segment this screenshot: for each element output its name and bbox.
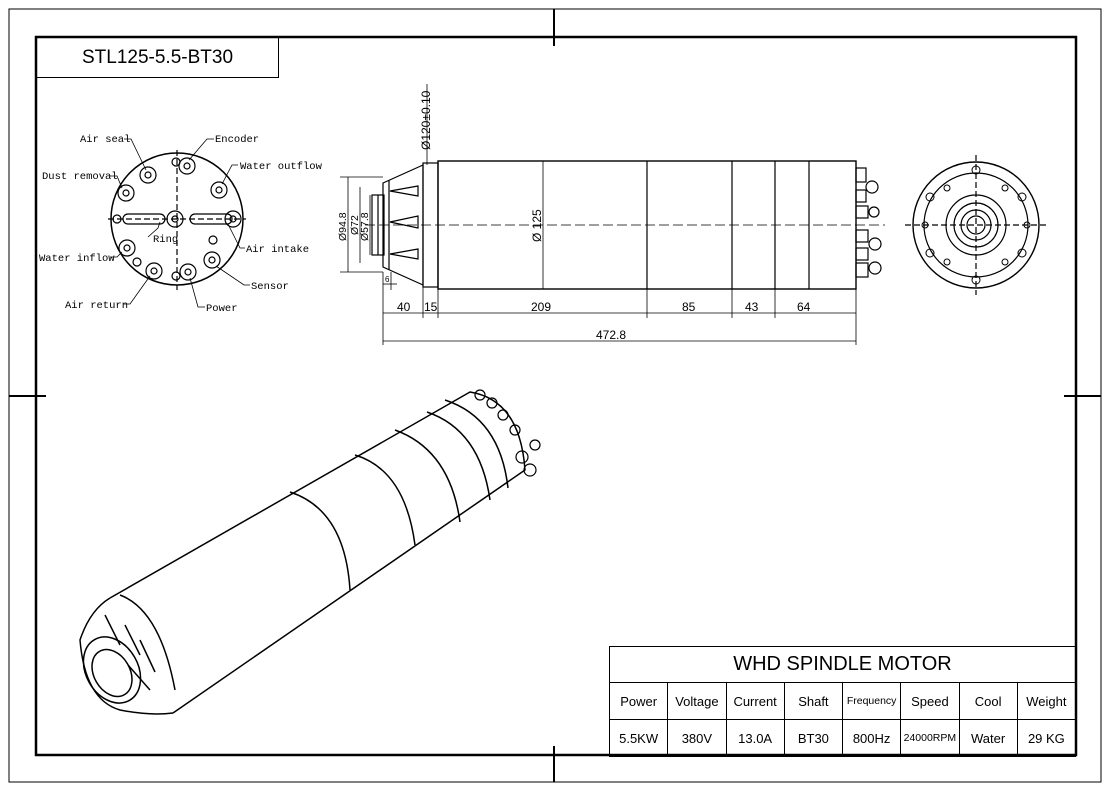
frame-center-marks — [9, 9, 1101, 782]
dim-d94: Ø94.8 — [337, 212, 349, 241]
dim-len15: 15 — [424, 300, 438, 314]
fitting-power — [179, 263, 197, 281]
fitting-sensor — [203, 251, 221, 269]
connector-face-view — [108, 138, 250, 308]
spindle-isometric-view — [79, 389, 541, 715]
value-current: 13.0A — [725, 719, 785, 757]
side-view-dimensions — [340, 84, 857, 345]
dim-d120: Ø120±0.10 — [419, 90, 433, 150]
dim-d125: Ø 125 — [530, 209, 544, 242]
label-air-seal: Air seal — [80, 134, 130, 146]
dim-len85: 85 — [682, 300, 696, 314]
spec-table: WHD SPINDLE MOTOR Power Voltage Current … — [608, 646, 1077, 757]
label-water-inflow: Water inflow — [39, 253, 115, 265]
dim-len43: 43 — [745, 300, 759, 314]
dim-len40: 40 — [397, 300, 411, 314]
header-speed: Speed — [900, 682, 960, 720]
rear-end-view — [905, 155, 1047, 295]
header-current: Current — [725, 682, 785, 720]
header-shaft: Shaft — [783, 682, 844, 720]
fitting-air-return — [145, 262, 163, 280]
value-shaft: BT30 — [783, 719, 844, 757]
dim-len64: 64 — [797, 300, 811, 314]
value-cool: Water — [958, 719, 1018, 757]
fitting-water-inflow — [118, 239, 136, 257]
label-air-intake: Air intake — [246, 244, 309, 256]
spec-table-title: WHD SPINDLE MOTOR — [609, 646, 1076, 683]
header-voltage: Voltage — [667, 682, 727, 720]
label-ring: Ring — [153, 234, 178, 246]
fitting-air-intake — [224, 210, 242, 228]
dim-d72: Ø72 — [349, 215, 361, 235]
label-power: Power — [206, 303, 238, 315]
label-water-outflow: Water outflow — [240, 161, 323, 173]
label-dust-removal: Dust removal — [42, 171, 118, 183]
dim-d57: Ø57.8 — [359, 212, 371, 241]
fitting-center — [166, 210, 184, 228]
value-speed: 24000RPM — [900, 719, 960, 757]
value-weight: 29 KG — [1016, 719, 1077, 757]
header-frequency: Frequency — [841, 682, 902, 720]
header-cool: Cool — [958, 682, 1018, 720]
label-encoder: Encoder — [215, 134, 259, 146]
fitting-dust-removal — [117, 184, 135, 202]
dim-total: 472.8 — [596, 328, 626, 342]
label-air-return: Air return — [65, 300, 128, 312]
fitting-water-outflow — [210, 181, 228, 199]
value-frequency: 800Hz — [841, 719, 902, 757]
spindle-side-view — [365, 160, 885, 290]
value-power: 5.5KW — [608, 719, 669, 757]
fitting-encoder — [178, 157, 196, 175]
header-power: Power — [608, 682, 669, 720]
header-weight: Weight — [1016, 682, 1077, 720]
side-view-dimension-text: Ø120±0.10 Ø 125 Ø94.8 Ø72 Ø57.8 6 40 15 … — [337, 90, 811, 342]
value-voltage: 380V — [667, 719, 727, 757]
model-number: STL125-5.5-BT30 — [36, 37, 279, 78]
connector-labels: Air seal Encoder Water outflow Dust remo… — [39, 134, 323, 315]
dim-six: 6 — [385, 275, 390, 284]
fitting-air-seal — [139, 166, 157, 184]
label-sensor: Sensor — [251, 281, 289, 293]
dim-len209: 209 — [531, 300, 551, 314]
